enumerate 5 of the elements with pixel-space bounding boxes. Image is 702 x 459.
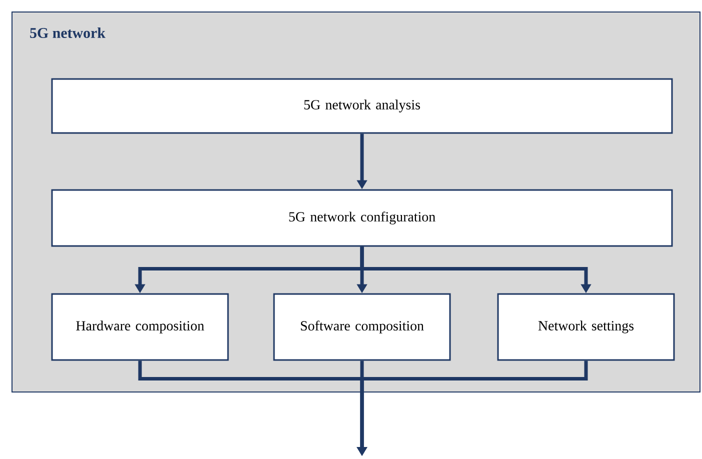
process-box: Software composition: [273, 293, 451, 361]
process-box: 5G network analysis: [51, 78, 673, 134]
process-box: 5G network configuration: [51, 189, 673, 247]
process-box: Hardware composition: [51, 293, 229, 361]
process-box: Network settings: [497, 293, 675, 361]
